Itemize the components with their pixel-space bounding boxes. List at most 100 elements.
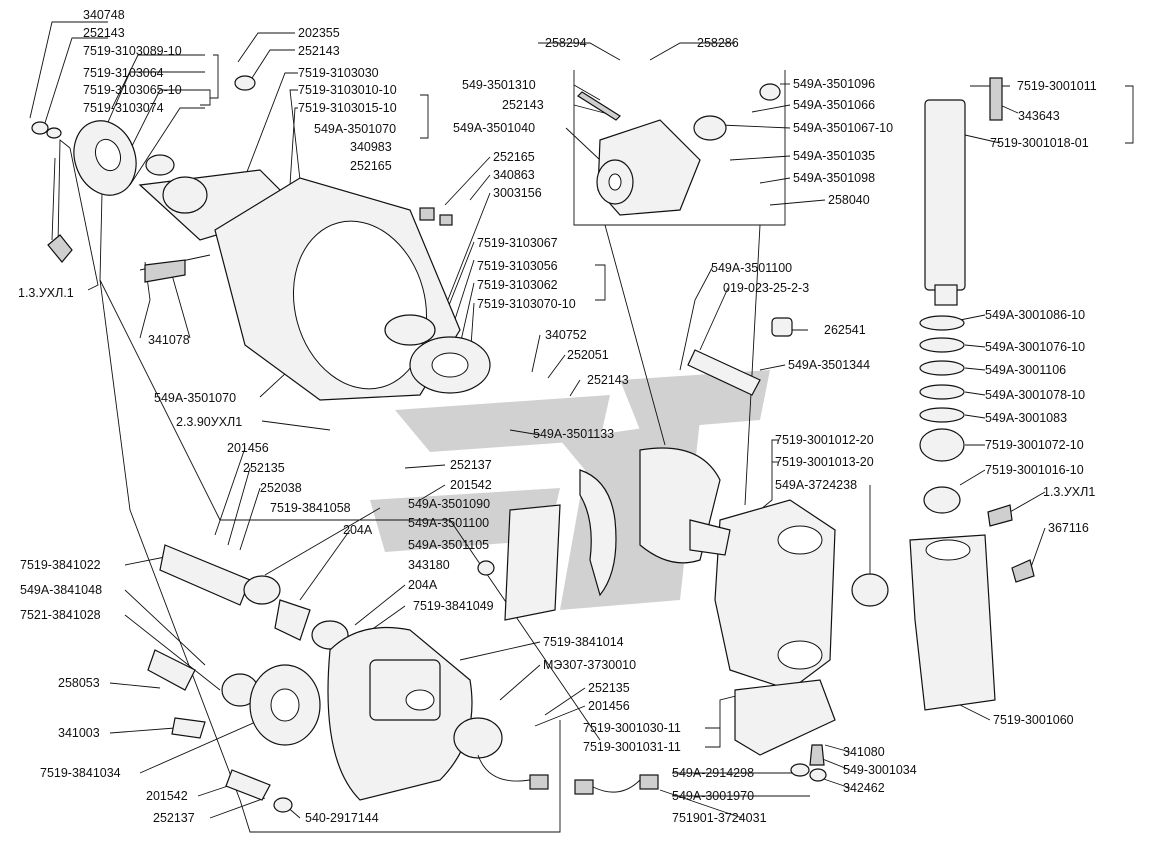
label-252051: 252051 — [567, 348, 609, 362]
label-7519-3103015-10: 7519-3103015-10 — [298, 101, 397, 115]
label-7519-3001072-10: 7519-3001072-10 — [985, 438, 1084, 452]
label-252135-l: 252135 — [243, 461, 285, 475]
label-549A-3001970: 549A-3001970 — [672, 789, 754, 803]
label-7519-3001013-20: 7519-3001013-20 — [775, 455, 874, 469]
label-549A-2914298: 549A-2914298 — [672, 766, 754, 780]
label-549A-3501100: 549A-3501100 — [711, 261, 792, 275]
gear-shaft-part — [147, 544, 349, 813]
label-204A-1: 204A — [343, 523, 373, 537]
label-549A-3501100-b: 549A-3501100 — [408, 516, 489, 530]
label-252143-b: 252143 — [298, 44, 340, 58]
label-258286: 258286 — [697, 36, 739, 50]
label-7519-3001018-01: 7519-3001018-01 — [990, 136, 1089, 150]
label-549A-3501070: 549A-3501070 — [154, 391, 236, 405]
label-7519-3103065-10: 7519-3103065-10 — [83, 83, 182, 97]
label-367116: 367116 — [1048, 521, 1089, 535]
label-549-3501310: 549-3501310 — [462, 78, 536, 92]
label-252143-mid: 252143 — [587, 373, 629, 387]
label-252143-r: 252143 — [502, 98, 544, 112]
label-549A-3001106: 549A-3001106 — [985, 363, 1066, 377]
label-549-3001034: 549-3001034 — [843, 763, 917, 777]
label-252038: 252038 — [260, 481, 302, 495]
label-7519-3001030-11: 7519-3001030-11 — [583, 721, 681, 735]
steering-knuckle-part — [687, 317, 889, 782]
label-549A-3501035: 549A-3501035 — [793, 149, 875, 163]
label-340752: 340752 — [545, 328, 587, 342]
label-201542-bot: 201542 — [146, 789, 188, 803]
label-7519-3001011: 7519-3001011 — [1017, 79, 1097, 93]
label-201542-mid: 201542 — [450, 478, 492, 492]
label-7519-3001012-20: 7519-3001012-20 — [775, 433, 874, 447]
hub-flange-part — [31, 120, 137, 263]
label-7519-3103089-10: 7519-3103089-10 — [83, 44, 182, 58]
label-7519-3841014: 7519-3841014 — [543, 635, 624, 649]
label-202355: 202355 — [298, 26, 340, 40]
label-343180: 343180 — [408, 558, 450, 572]
label-549A-3001078-10: 549A-3001078-10 — [985, 388, 1085, 402]
label-549A-3501067-10: 549A-3501067-10 — [793, 121, 893, 135]
label-1-3-ukhl1-right: 1.3.УХЛ1 — [1043, 485, 1095, 499]
label-201456-l: 201456 — [227, 441, 269, 455]
label-342462: 342462 — [843, 781, 885, 795]
label-252165-top: 252165 — [350, 159, 392, 173]
label-258053: 258053 — [58, 676, 100, 690]
wheel-hub-housing-part — [214, 177, 491, 401]
label-7521-3841028: 7521-3841028 — [20, 608, 101, 622]
label-549A-3724238: 549A-3724238 — [775, 478, 857, 492]
label-340863: 340863 — [493, 168, 535, 182]
label-341003: 341003 — [58, 726, 100, 740]
label-341078: 341078 — [148, 333, 190, 347]
label-7519-3103074: 7519-3103074 — [83, 101, 164, 115]
label-201456-r: 201456 — [588, 699, 630, 713]
label-1-3-ukhl-1-left: 1.3.УХЛ.1 — [18, 286, 74, 300]
label-343643: 343643 — [1018, 109, 1060, 123]
label-204A-2: 204A — [408, 578, 438, 592]
label-549A-3501040: 549A-3501040 — [453, 121, 535, 135]
label-252135-r: 252135 — [588, 681, 630, 695]
label-7519-3103070-10: 7519-3103070-10 — [477, 297, 576, 311]
label-7519-3103062: 7519-3103062 — [477, 278, 558, 292]
label-3003156: 3003156 — [493, 186, 542, 200]
label-751901-3724031: 751901-3724031 — [672, 811, 767, 825]
label-7519-3841058: 7519-3841058 — [270, 501, 351, 515]
label-549A-3001083: 549A-3001083 — [985, 411, 1067, 425]
label-258294: 258294 — [545, 36, 587, 50]
label-549A-3501105: 549A-3501105 — [408, 538, 489, 552]
king-pin-part — [909, 77, 1035, 711]
label-549A-3501090: 549A-3501090 — [408, 497, 490, 511]
label-7519-3001016-10: 7519-3001016-10 — [985, 463, 1084, 477]
leader-lines — [29, 21, 1134, 833]
label-549A-3501066: 549A-3501066 — [793, 98, 875, 112]
label-549A-3841048: 549A-3841048 — [20, 583, 102, 597]
label-549A-3501098: 549A-3501098 — [793, 171, 875, 185]
label-341080: 341080 — [843, 745, 885, 759]
label-340983: 340983 — [350, 140, 392, 154]
label-7519-3103064: 7519-3103064 — [83, 66, 164, 80]
label-549A-3501133: 549A-3501133 — [533, 427, 614, 441]
label-7519-3103067: 7519-3103067 — [477, 236, 558, 250]
label-262541: 262541 — [824, 323, 866, 337]
gear-cover-part — [327, 626, 659, 801]
label-7519-3841049: 7519-3841049 — [413, 599, 494, 613]
label-549A-3501344: 549A-3501344 — [788, 358, 870, 372]
label-549A-3001086-10: 549A-3001086-10 — [985, 308, 1085, 322]
label-252137-bot: 252137 — [153, 811, 195, 825]
label-7519-3103010-10: 7519-3103010-10 — [298, 83, 397, 97]
label-252143-tl: 252143 — [83, 26, 125, 40]
label-252137-mid: 252137 — [450, 458, 492, 472]
label-540-2917144: 540-2917144 — [305, 811, 379, 825]
label-549A-3501096: 549A-3501096 — [793, 77, 875, 91]
label-549A-3501070-top: 549A-3501070 — [314, 122, 396, 136]
label-7519-3001060: 7519-3001060 — [993, 713, 1074, 727]
label-258040: 258040 — [828, 193, 870, 207]
label-340748: 340748 — [83, 8, 125, 22]
label-549A-3001076-10: 549A-3001076-10 — [985, 340, 1085, 354]
pump-part — [577, 83, 781, 216]
part-labels: 340748 252143 7519-3103089-10 7519-31030… — [18, 8, 1097, 825]
label-ME307-3730010: МЭ307-3730010 — [543, 658, 636, 672]
label-7519-3103056: 7519-3103056 — [477, 259, 558, 273]
label-7519-3103030: 7519-3103030 — [298, 66, 379, 80]
label-2-3-90ukhl1: 2.3.90УХЛ1 — [176, 415, 242, 429]
label-7519-3841034: 7519-3841034 — [40, 766, 121, 780]
